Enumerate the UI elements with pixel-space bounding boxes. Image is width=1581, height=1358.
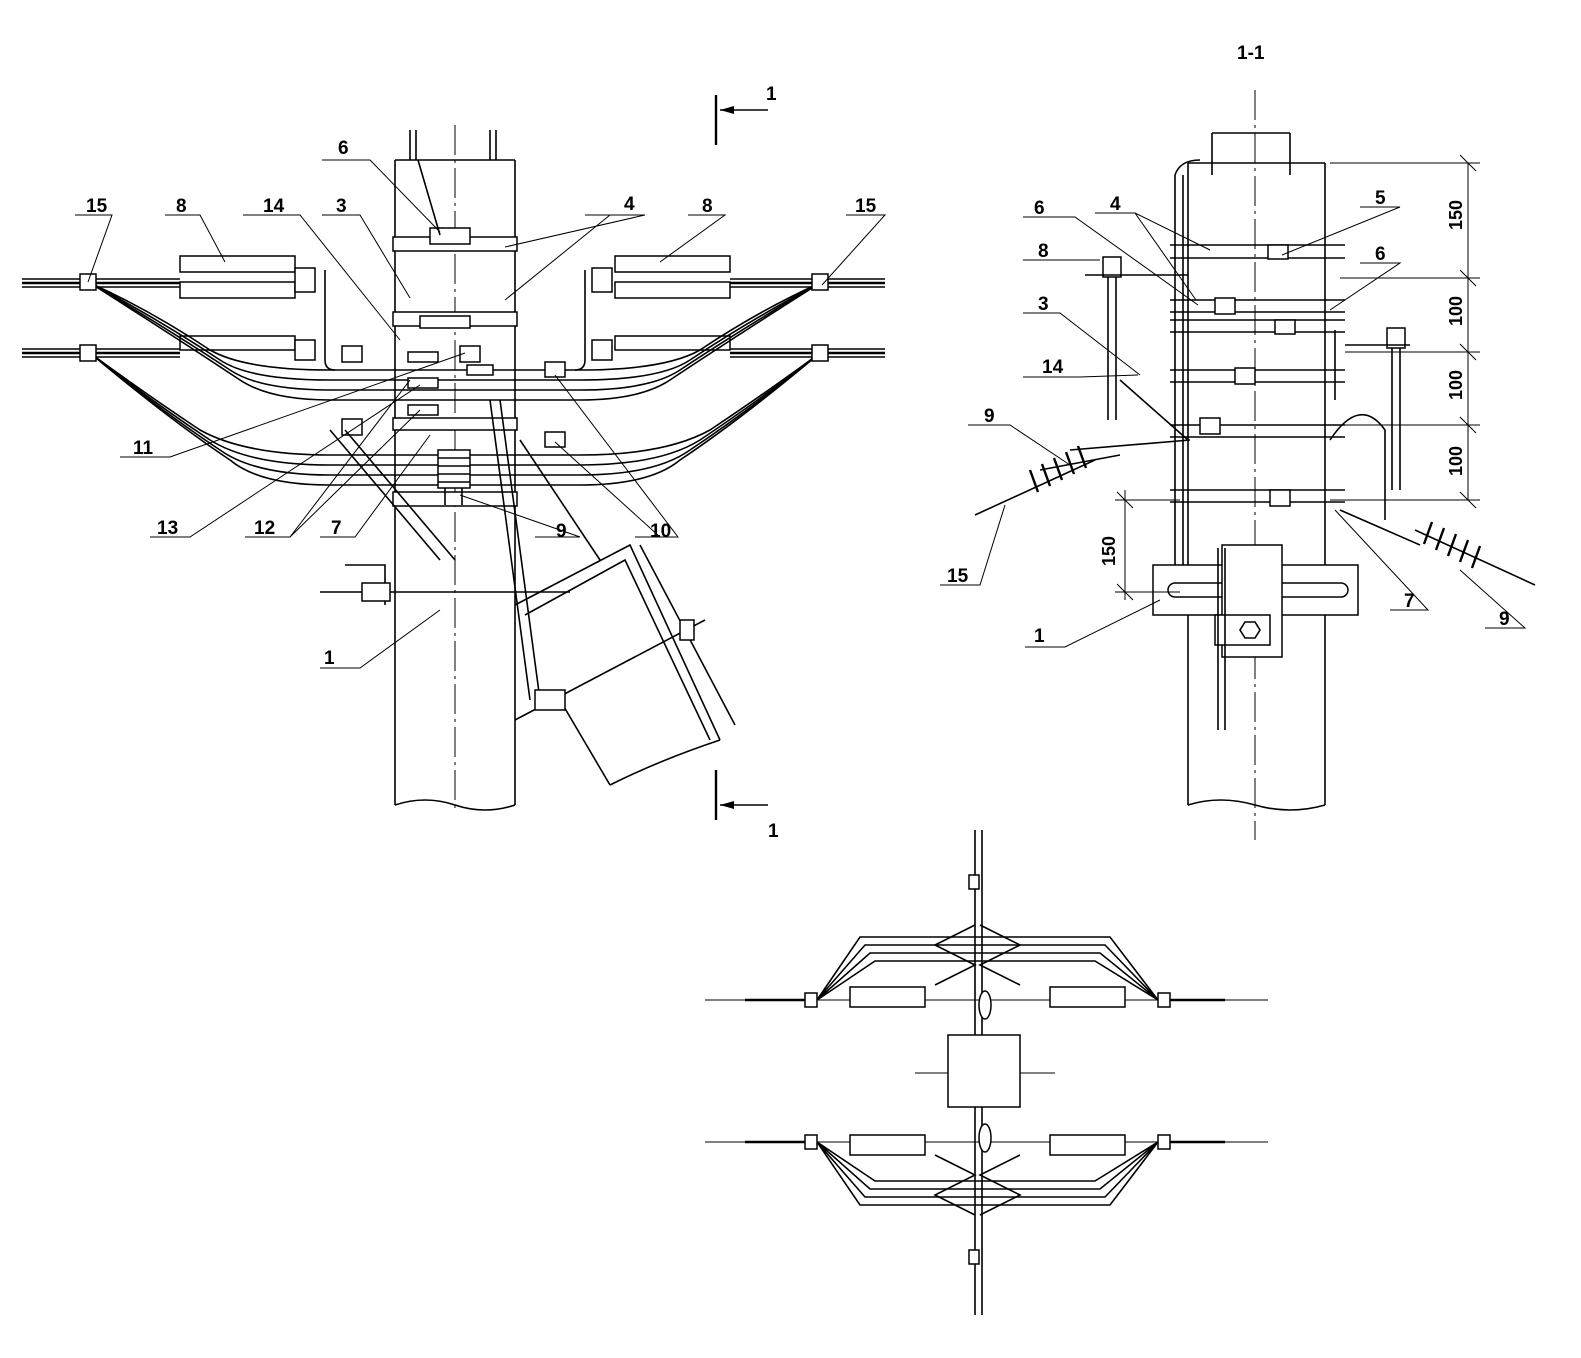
callout-11: 11 [133, 438, 154, 459]
section-mark-top: 1 [766, 84, 777, 105]
callout-12: 12 [254, 518, 275, 539]
section-bands [1170, 244, 1345, 503]
section-view: 1-1 [940, 43, 1536, 840]
insulator [437, 449, 471, 505]
section-callout-6-left: 6 [1034, 198, 1045, 219]
callout-13: 13 [157, 518, 178, 539]
section-callout-6-right: 6 [1375, 244, 1386, 265]
dimension-lines: 150 100 100 100 150 [1099, 154, 1480, 601]
section-callout-4: 4 [1110, 194, 1121, 215]
section-hooks [1085, 274, 1410, 490]
section-callout-1: 1 [1034, 626, 1045, 647]
section-callout-14: 14 [1042, 357, 1064, 378]
plan-conductors [745, 998, 1225, 1144]
section-callout-5: 5 [1375, 188, 1386, 209]
callout-15-right: 15 [855, 196, 877, 217]
callout-8-right: 8 [702, 196, 713, 217]
plan-eye-top [978, 990, 992, 1020]
section-callout-8: 8 [1038, 241, 1049, 262]
callout-9: 9 [556, 521, 567, 542]
front-view: 1 1 15 8 14 3 6 4 8 15 11 13 12 7 9 10 1 [22, 84, 887, 842]
main-conductors [22, 278, 885, 358]
section-callout-15: 15 [947, 566, 969, 587]
dim-100-c: 100 [1446, 446, 1466, 476]
section-ground-wire [1174, 159, 1336, 580]
plan-view [705, 830, 1268, 1315]
section-insulators [974, 379, 1536, 586]
pole-top-bolts [409, 130, 497, 160]
callout-7: 7 [331, 518, 342, 539]
section-callout-9-left: 9 [984, 406, 995, 427]
section-callouts: 6 4 5 8 6 3 14 9 15 1 7 9 [940, 188, 1527, 648]
plan-fan-wires [816, 936, 1159, 1206]
plan-eye-bottom [978, 1123, 992, 1153]
dim-150-top: 150 [1446, 200, 1466, 230]
section-callout-3: 3 [1038, 294, 1049, 315]
section-callout-7: 7 [1404, 591, 1415, 612]
section-callout-9-right: 9 [1499, 609, 1510, 630]
pole-cap [1211, 132, 1291, 175]
tension-clamps [179, 255, 731, 361]
section-connectors [1102, 244, 1406, 507]
callout-1: 1 [324, 648, 335, 669]
callout-14: 14 [263, 196, 285, 217]
pole-section [1187, 162, 1326, 811]
mounting-bracket [320, 543, 736, 786]
section-marks: 1 1 [714, 84, 779, 842]
braces [329, 159, 601, 701]
section-title: 1-1 [1237, 43, 1265, 64]
callout-6: 6 [338, 138, 349, 159]
callout-8-left: 8 [176, 196, 187, 217]
section-mark-bottom: 1 [768, 821, 779, 842]
plan-jumpers [933, 924, 1022, 1216]
callout-4: 4 [624, 194, 635, 215]
callout-10: 10 [650, 521, 671, 542]
callout-3: 3 [336, 196, 347, 217]
section-bracket [1152, 544, 1359, 730]
callout-15-left: 15 [86, 196, 108, 217]
front-callouts: 15 8 14 3 6 4 8 15 11 13 12 7 9 10 1 [75, 138, 887, 669]
dim-100-a: 100 [1446, 296, 1466, 326]
dim-150-bottom: 150 [1099, 536, 1119, 566]
dim-100-b: 100 [1446, 370, 1466, 400]
